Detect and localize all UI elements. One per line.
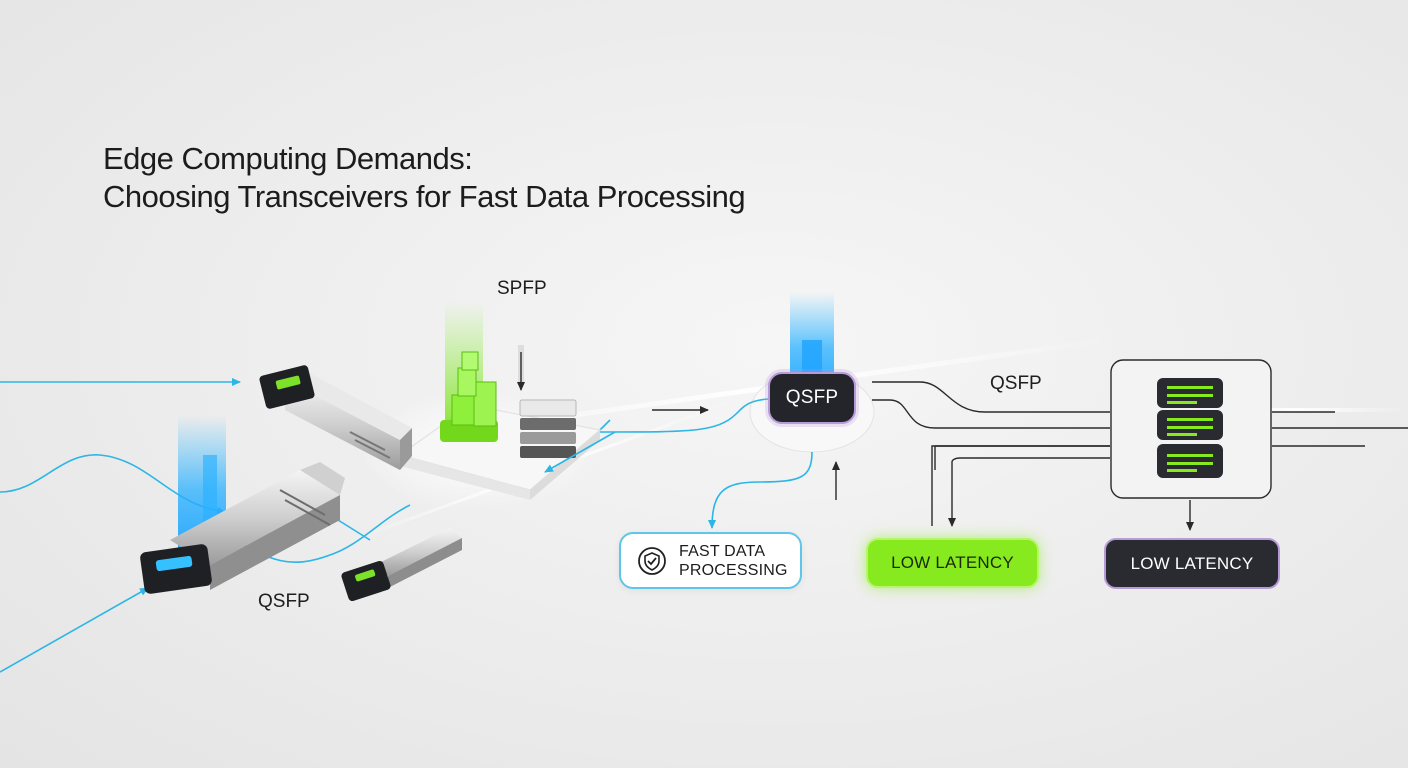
connection-lines	[652, 381, 1408, 530]
spfp-label: SPFP	[497, 278, 547, 299]
page-title: Edge Computing Demands: Choosing Transce…	[103, 140, 746, 216]
fast-data-text: FAST DATA PROCESSING	[679, 542, 788, 580]
qsfp-hub-node: QSFP	[768, 372, 856, 424]
fast-data-processing-node: FAST DATA PROCESSING	[619, 532, 802, 589]
low-latency-node-green: LOW LATENCY	[866, 538, 1039, 588]
qsfp-label-right: QSFP	[990, 373, 1042, 394]
low-latency-node-dark: LOW LATENCY	[1104, 538, 1280, 589]
title-line-1: Edge Computing Demands:	[103, 141, 473, 176]
qsfp-module-large	[140, 415, 345, 594]
server-rack-icon	[1110, 359, 1272, 499]
fast-data-line-1: FAST DATA	[679, 542, 766, 560]
green-chip-stack	[440, 300, 498, 442]
hub-signal-lines	[544, 397, 813, 529]
qsfp-label-bottom: QSFP	[258, 591, 310, 612]
gray-chip-stack	[517, 345, 577, 458]
transceiver-module-icon	[259, 365, 412, 470]
title-line-2: Choosing Transceivers for Fast Data Proc…	[103, 179, 746, 214]
fast-data-line-2: PROCESSING	[679, 561, 788, 579]
shield-check-icon	[638, 546, 666, 575]
transceiver-module-small	[341, 528, 462, 602]
